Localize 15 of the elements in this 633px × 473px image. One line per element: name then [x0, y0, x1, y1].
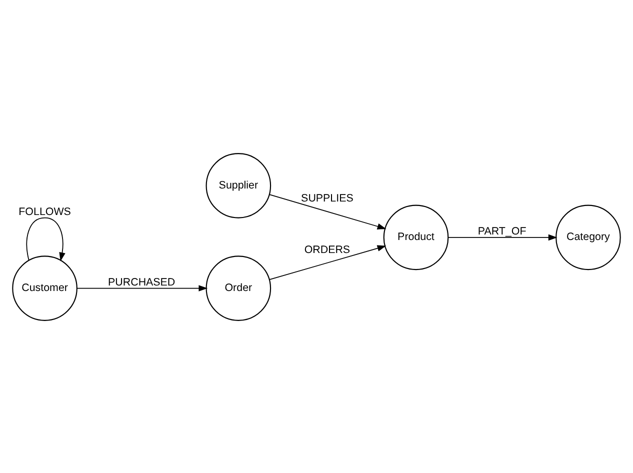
edge-label: FOLLOWS [18, 205, 71, 218]
edge-label: SUPPLIES [301, 192, 354, 204]
edge-label: PART_OF [478, 224, 526, 237]
node-circle: Supplier [206, 152, 272, 218]
node-circle: Category [556, 204, 621, 270]
arrow [269, 194, 386, 229]
edge-label: ORDERS [304, 244, 350, 256]
node-circle: Order [206, 255, 272, 320]
node-circle: Customer [12, 255, 78, 320]
arrow [448, 234, 558, 240]
arrow [269, 244, 386, 280]
node-circle: Product [383, 204, 449, 270]
arrow [76, 284, 208, 291]
arrow [26, 216, 66, 261]
edge-label: PURCHASED [108, 276, 176, 288]
